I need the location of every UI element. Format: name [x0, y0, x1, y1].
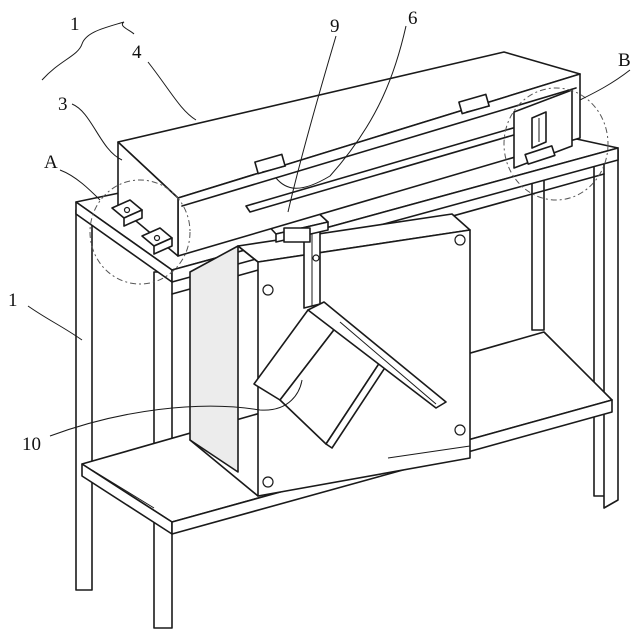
label-B: B: [618, 50, 631, 71]
label-10: 10: [22, 434, 41, 455]
top-enclosure: [111, 51, 581, 257]
end-hinge-lower: [141, 227, 173, 255]
label-1-top: 1: [70, 14, 80, 35]
label-A: A: [44, 152, 58, 173]
hopper: [253, 301, 447, 449]
detail-circle-B: [503, 87, 609, 201]
end-hinge-upper: [111, 199, 143, 227]
hinge-left: [254, 153, 287, 175]
label-6: 6: [408, 8, 418, 29]
hinge-right: [458, 93, 491, 115]
reference-labels: 1 4 3 A 9 6 B 1 10: [8, 8, 631, 455]
detail-circles: [89, 87, 609, 285]
label-3: 3: [58, 94, 68, 115]
label-4: 4: [132, 42, 142, 63]
leader-lines: [27, 21, 631, 437]
label-1-left: 1: [8, 290, 18, 311]
detail-circle-A: [89, 179, 191, 285]
label-9: 9: [330, 16, 340, 37]
